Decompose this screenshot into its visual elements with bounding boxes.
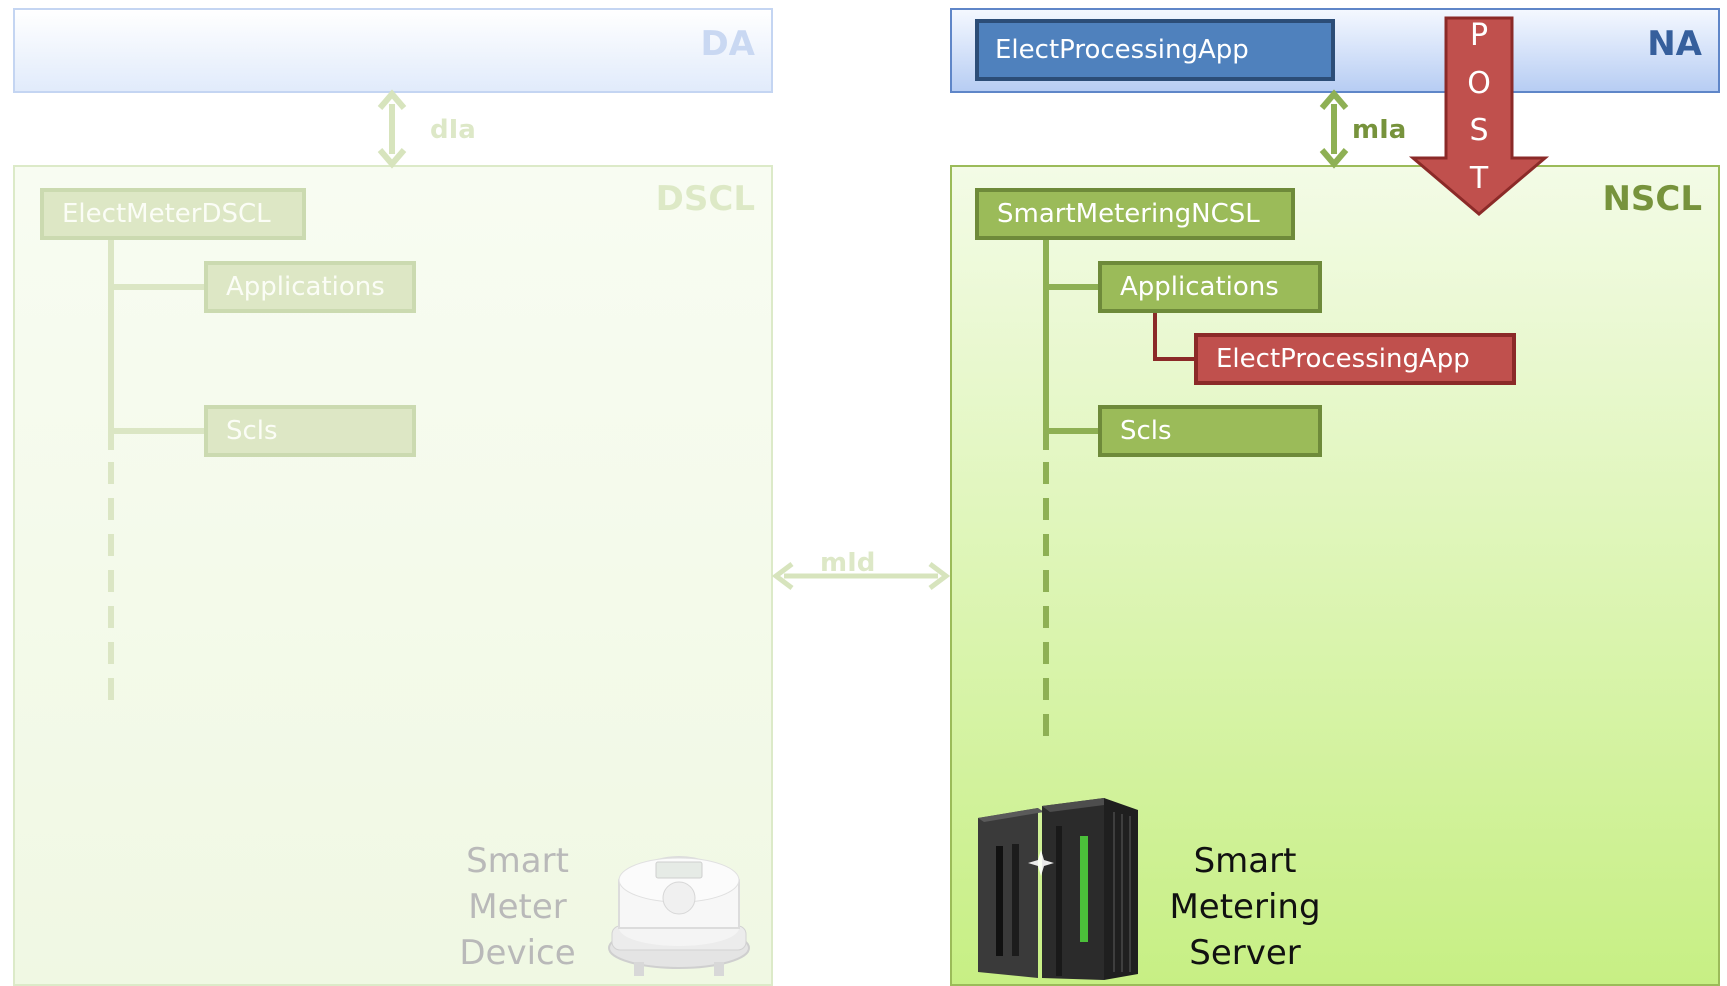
na-label: NA — [1647, 24, 1702, 64]
device-line-3: Device — [459, 933, 576, 973]
server-label: Smart Metering Server — [1150, 838, 1340, 976]
device-line-2: Meter — [468, 887, 567, 927]
da-bar: DA — [13, 8, 773, 93]
dscl-tree-lines — [108, 240, 206, 712]
post-letter-o: O — [1467, 65, 1491, 101]
dscl-root-node[interactable]: ElectMeterDSCL — [40, 188, 306, 240]
nscl-scls-node[interactable]: Scls — [1098, 405, 1322, 457]
smart-meter-icon — [608, 856, 750, 976]
dscl-label: DSCL — [655, 179, 755, 219]
na-app-box[interactable]: ElectProcessingApp — [975, 19, 1335, 81]
server-line-1: Smart — [1193, 841, 1297, 881]
post-letter-t: T — [1469, 160, 1489, 196]
nscl-app-child-node[interactable]: ElectProcessingApp — [1194, 333, 1516, 385]
nscl-applications-node[interactable]: Applications — [1098, 261, 1322, 313]
dia-label: dIa — [430, 115, 476, 145]
mia-arrow — [1319, 89, 1349, 169]
nscl-root-node[interactable]: SmartMeteringNCSL — [975, 188, 1295, 240]
mia-label: mIa — [1352, 115, 1407, 145]
server-line-3: Server — [1189, 933, 1301, 973]
post-letter-s: S — [1469, 113, 1489, 149]
post-arrow — [1408, 16, 1550, 216]
post-letter-p: P — [1469, 18, 1489, 53]
nscl-label: NSCL — [1602, 179, 1702, 219]
device-line-1: Smart — [466, 841, 569, 881]
dia-arrow — [377, 89, 407, 169]
mid-arrow — [771, 562, 951, 590]
server-line-2: Metering — [1169, 887, 1321, 927]
device-label: Smart Meter Device — [440, 838, 595, 976]
mid-label: mId — [820, 548, 876, 578]
nscl-tree-lines — [1043, 240, 1196, 746]
server-icon — [978, 798, 1138, 980]
dscl-applications-node[interactable]: Applications — [204, 261, 416, 313]
da-label: DA — [700, 24, 755, 64]
post-label: P O S T — [1446, 18, 1512, 196]
dscl-scls-node[interactable]: Scls — [204, 405, 416, 457]
